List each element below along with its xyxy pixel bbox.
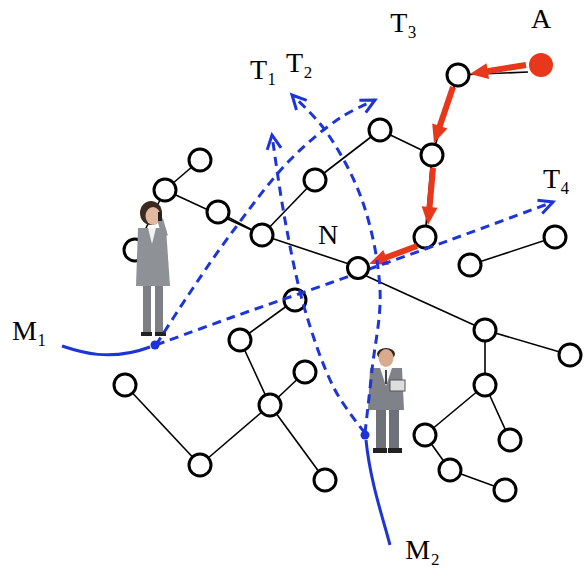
network-node bbox=[499, 429, 521, 451]
point-label: A bbox=[531, 4, 551, 34]
phone-symbol bbox=[158, 212, 162, 221]
network-node bbox=[439, 459, 461, 481]
network-node bbox=[544, 226, 566, 248]
agent-marker bbox=[528, 52, 554, 78]
network-node bbox=[474, 374, 496, 396]
figure-shoe bbox=[373, 448, 387, 453]
target-label: T₁ bbox=[250, 55, 290, 135]
trajectory-line bbox=[366, 440, 390, 545]
network-node bbox=[494, 479, 516, 501]
start-label: M₁ bbox=[12, 316, 156, 350]
tablet-symbol bbox=[390, 380, 405, 391]
network-node bbox=[421, 144, 443, 166]
network-node bbox=[414, 424, 436, 446]
target-label: T₂ bbox=[286, 48, 326, 95]
network-node bbox=[314, 469, 336, 491]
network-link bbox=[200, 405, 270, 465]
point-label: T₄ bbox=[543, 164, 570, 194]
movement-path bbox=[156, 100, 375, 345]
man-figure bbox=[368, 348, 405, 453]
movement-path bbox=[156, 202, 553, 345]
figure-head bbox=[379, 349, 394, 367]
network-link bbox=[165, 190, 262, 235]
network-node bbox=[189, 149, 211, 171]
network-node bbox=[559, 344, 581, 366]
agent-dot bbox=[529, 53, 553, 77]
figure-leg bbox=[143, 282, 151, 334]
figure-hair bbox=[140, 201, 162, 225]
network-node bbox=[114, 374, 136, 396]
point-label: N bbox=[318, 220, 338, 250]
network-node bbox=[369, 119, 391, 141]
point-label: M₁ bbox=[12, 316, 47, 346]
arrowhead bbox=[292, 95, 307, 110]
route-arrow bbox=[377, 65, 526, 261]
point-label: T₂ bbox=[286, 48, 313, 78]
woman-figure bbox=[136, 201, 170, 336]
figure-leg bbox=[155, 282, 163, 334]
target-label: T₄ bbox=[543, 164, 583, 202]
figure-tie bbox=[385, 370, 387, 384]
network-link bbox=[270, 405, 325, 480]
start-label: M₂ bbox=[360, 433, 440, 565]
network-link bbox=[485, 330, 570, 355]
network-node bbox=[207, 201, 229, 223]
network-node bbox=[189, 454, 211, 476]
figure-leg bbox=[389, 405, 399, 450]
movement-path bbox=[272, 135, 365, 433]
arrowhead bbox=[267, 135, 281, 150]
segment-arrowhead bbox=[470, 63, 489, 79]
network-node bbox=[229, 329, 251, 351]
network-node bbox=[304, 169, 326, 191]
movement-path bbox=[292, 95, 380, 433]
network-link bbox=[262, 235, 352, 265]
figure-shoe bbox=[141, 332, 152, 336]
node-circle bbox=[348, 258, 369, 279]
network-node bbox=[474, 319, 496, 341]
network-link bbox=[125, 385, 200, 465]
figure-arm bbox=[160, 219, 165, 236]
figure-leg bbox=[376, 405, 386, 450]
point-label: M₂ bbox=[405, 535, 440, 565]
network-node: N bbox=[346, 256, 370, 280]
figure-jacket bbox=[136, 228, 170, 286]
network-node bbox=[294, 361, 316, 383]
network-node bbox=[447, 64, 469, 86]
segment-arrowhead bbox=[432, 123, 447, 143]
network-link bbox=[470, 237, 555, 265]
figure-shoe bbox=[388, 448, 402, 453]
segment-arrowhead bbox=[422, 206, 438, 225]
network-node bbox=[414, 226, 436, 248]
target-label: T₃ bbox=[372, 8, 417, 100]
network-node bbox=[459, 254, 481, 276]
figure-shirt bbox=[148, 228, 156, 244]
point-label: T₃ bbox=[390, 8, 417, 38]
arrowhead bbox=[359, 100, 375, 113]
agent-dot: A bbox=[526, 4, 556, 80]
point-label: T₁ bbox=[250, 55, 277, 85]
node-outline bbox=[346, 256, 370, 280]
network-node bbox=[251, 224, 273, 246]
trajectory-line bbox=[62, 346, 150, 355]
network-node bbox=[154, 179, 176, 201]
network-node bbox=[259, 394, 281, 416]
figure-jacket bbox=[368, 368, 404, 410]
arrowhead bbox=[537, 200, 553, 213]
